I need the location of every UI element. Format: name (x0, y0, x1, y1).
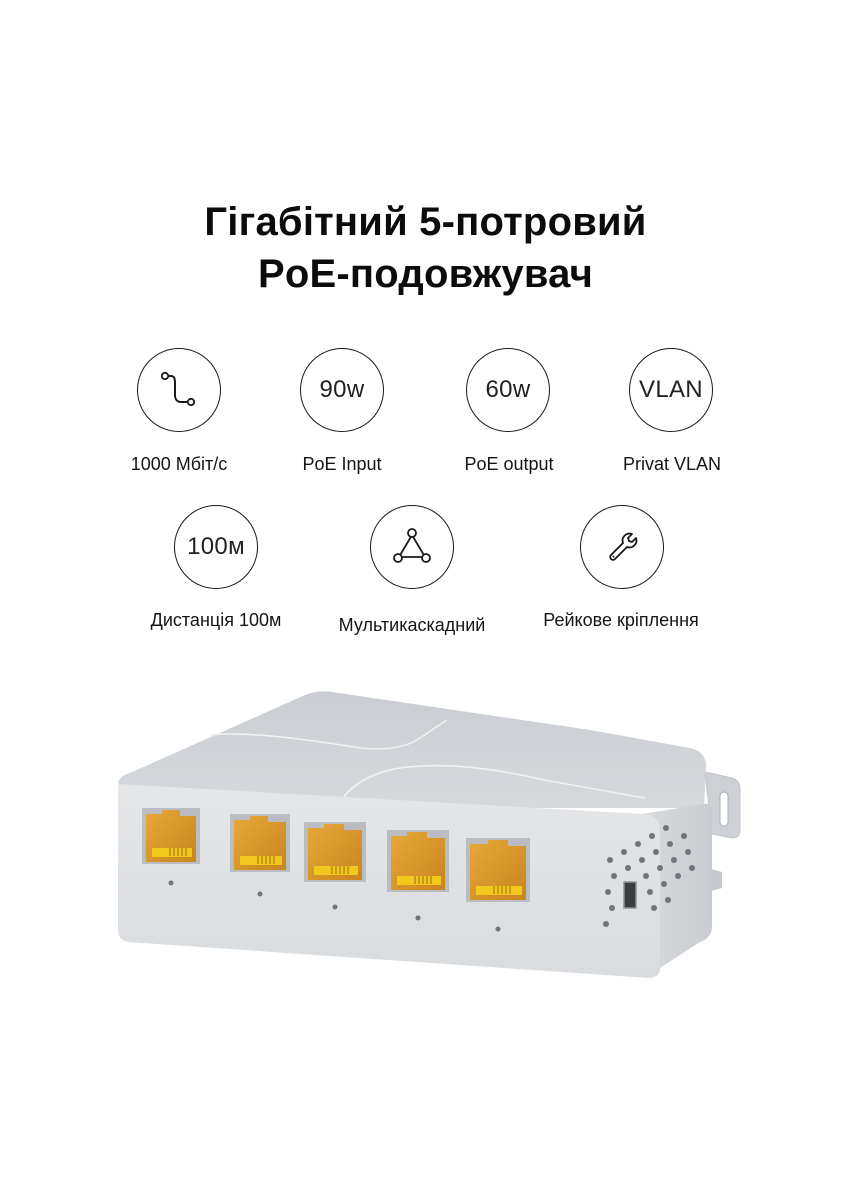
cascade-icon-circle (370, 505, 454, 589)
poe-input-icon-circle: 90w (300, 348, 384, 432)
speed-feature-icon-circle (137, 348, 221, 432)
poe-output-badge-text: 60w (485, 376, 531, 403)
speed-feature-label: 1000 Мбіт/с (130, 454, 228, 474)
poe-extender-device-image (118, 691, 741, 978)
network-link-icon (160, 371, 196, 407)
poe-output-label: PoE output (464, 454, 554, 474)
title-line-2: PoE-подовжувач (257, 252, 593, 296)
vlan-icon-circle: VLAN (629, 348, 713, 432)
distance-label: Дистанція 100м (150, 610, 282, 630)
page-title: Гігабітний 5-потровий PoE-подовжувач (0, 196, 851, 300)
vlan-badge-text: VLAN (639, 376, 703, 403)
poe-output-icon-circle: 60w (466, 348, 550, 432)
wrench-icon (609, 532, 638, 561)
triangle-nodes-icon (393, 528, 431, 563)
rail-mount-icon-circle (580, 505, 664, 589)
rail-mount-label: Рейкове кріплення (543, 610, 699, 630)
vlan-label: Privat VLAN (622, 454, 722, 474)
distance-icon-circle: 100м (174, 505, 258, 589)
distance-badge-text: 100м (187, 533, 245, 560)
rj45-ports (142, 808, 530, 932)
cascade-label: Мультикаскадний (338, 615, 486, 635)
poe-input-badge-text: 90w (319, 376, 365, 403)
poe-input-label: PoE Input (302, 454, 382, 474)
title-line-1: Гігабітний 5-потровий (204, 200, 647, 244)
